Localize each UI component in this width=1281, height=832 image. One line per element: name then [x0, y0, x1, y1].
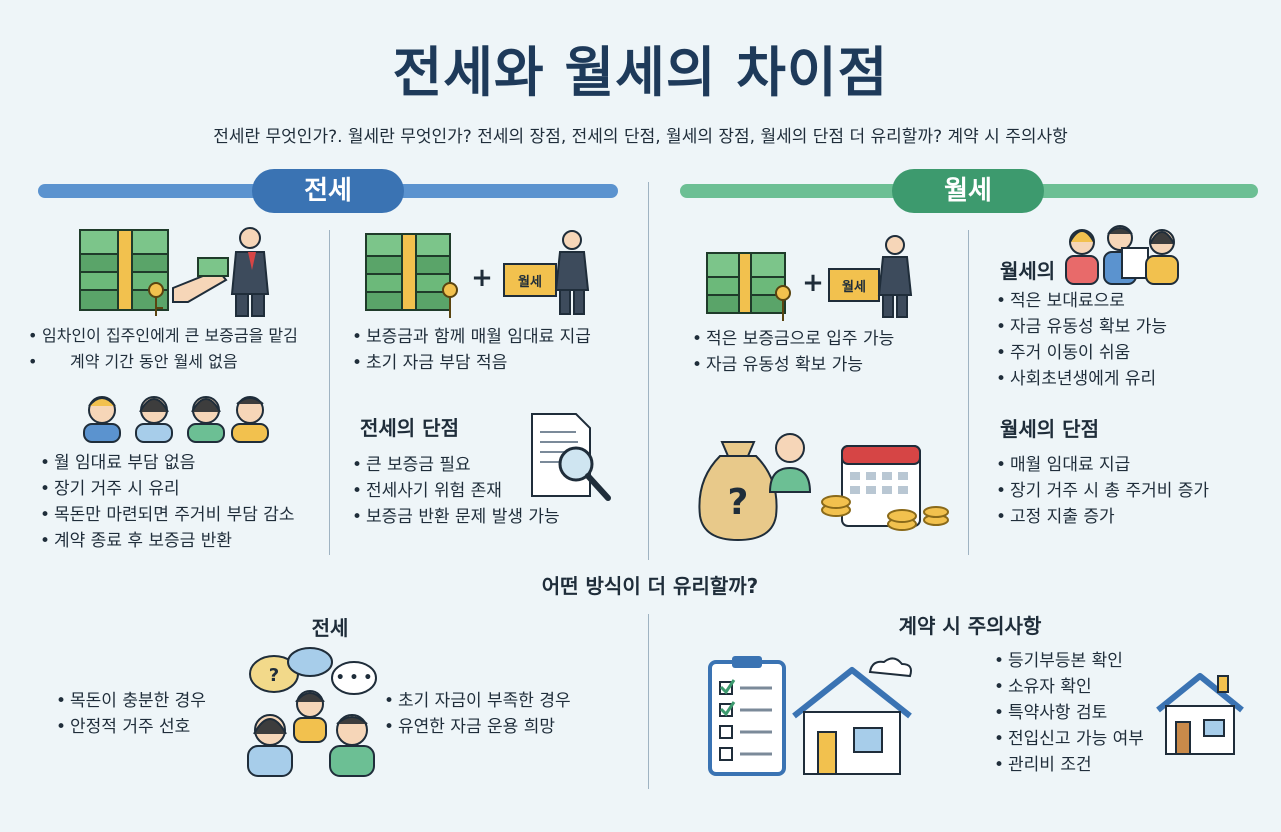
people-discussion-icon: ? • • •	[247, 647, 377, 777]
money-stack-hand-icon	[79, 227, 270, 317]
list-item: 적은 보대료으로	[996, 288, 1167, 314]
list-item: 특약사항 검토	[994, 700, 1144, 726]
wolse-pros-list: 적은 보대료으로 자금 유동성 확보 가능 주거 이동이 쉬움 사회초년생에게 …	[996, 288, 1167, 392]
compare-heading: 어떤 방식이 더 유리할까?	[541, 574, 759, 598]
house-icon	[1156, 673, 1244, 755]
compare-right-list: 초기 자금이 부족한 경우 유연한 자금 운용 희망	[384, 688, 571, 740]
list-item: 유연한 자금 운용 희망	[384, 714, 571, 740]
divider	[648, 182, 649, 560]
checklist-house-icon	[708, 656, 912, 776]
list-item: 소유자 확인	[994, 674, 1144, 700]
svg-text:+: +	[471, 263, 493, 293]
list-item: 전세사기 위험 존재	[352, 478, 560, 504]
list-item: 초기 자금 부담 적음	[352, 350, 591, 376]
jeonse-header-pill: 전세	[252, 169, 404, 213]
compare-left-list: 목돈이 충분한 경우 안정적 거주 선호	[56, 688, 206, 740]
jeonse-pros-list: 월 임대료 부담 없음 장기 거주 시 유리 목돈만 마련되면 주거비 부담 감…	[40, 450, 295, 554]
page-subtitle: 전세란 무엇인가?. 월세란 무엇인가? 전세의 장점, 전세의 단점, 월세의…	[213, 127, 1068, 147]
list-item: 장기 거주 시 총 주거비 증가	[996, 478, 1209, 504]
money-plus-sign-icon: + 월세	[706, 235, 913, 321]
wolse-sign-text: 월세	[842, 279, 866, 295]
list-item: 고정 지출 증가	[996, 504, 1209, 530]
svg-text:?: ?	[269, 665, 279, 686]
jeonse-cons-heading: 전세의 단점	[360, 416, 459, 440]
list-item: 안정적 거주 선호	[56, 714, 206, 740]
caution-list: 등기부등본 확인 소유자 확인 특약사항 검토 전입신고 가능 여부 관리비 조…	[994, 648, 1144, 778]
caution-heading: 계약 시 주의사항	[898, 614, 1042, 638]
svg-text:월세: 월세	[518, 274, 542, 290]
list-item: 보증금 반환 문제 발생 가능	[352, 504, 560, 530]
list-item: 사회초년생에게 유리	[996, 366, 1167, 392]
list-item: 초기 자금이 부족한 경우	[384, 688, 571, 714]
list-item: 관리비 조건	[994, 752, 1144, 778]
list-item: 주거 이동이 쉬움	[996, 340, 1167, 366]
wolse-header-pill: 월세	[892, 169, 1044, 213]
list-item: 월 임대료 부담 없음	[40, 450, 295, 476]
list-item: 자금 유동성 확보 가능	[996, 314, 1167, 340]
list-item: 적은 보증금으로 입주 가능	[692, 326, 894, 352]
jeonse-definition-list: 임차인이 집주인에게 큰 보증금을 맡김 계약 기간 동안 월세 없음	[28, 323, 298, 375]
list-item: 계약 종료 후 보증금 반환	[40, 528, 295, 554]
list-item: 계약 기간 동안 월세 없음	[28, 349, 298, 375]
svg-text:?: ?	[728, 482, 749, 523]
list-item: 전입신고 가능 여부	[994, 726, 1144, 752]
list-item: 자금 유동성 확보 가능	[692, 352, 894, 378]
wolse-definition-list: 적은 보증금으로 입주 가능 자금 유동성 확보 가능	[692, 326, 894, 378]
svg-text:+: +	[802, 268, 824, 298]
page-title: 전세와 월세의 차이점	[392, 41, 889, 104]
divider	[968, 230, 969, 555]
svg-text:• • •: • • •	[336, 670, 373, 686]
divider	[648, 614, 649, 789]
happy-people-icon	[83, 396, 269, 443]
divider	[329, 230, 330, 555]
money-plus-sign-icon: + 월세	[365, 230, 590, 318]
wolse-cons-list: 매월 임대료 지급 장기 거주 시 총 주거비 증가 고정 지출 증가	[996, 452, 1209, 530]
list-item: 목돈만 마련되면 주거비 부담 감소	[40, 502, 295, 528]
list-item: 장기 거주 시 유리	[40, 476, 295, 502]
jeonse-cons-list: 큰 보증금 필요 전세사기 위험 존재 보증금 반환 문제 발생 가능	[352, 452, 560, 530]
wolse-pros-heading: 월세의	[1000, 259, 1056, 283]
wolse-cons-heading: 월세의 단점	[1000, 417, 1099, 441]
jeonse-mixed-list: 보증금과 함께 매월 임대료 지급 초기 자금 부담 적음	[352, 324, 591, 376]
people-reading-icon	[1065, 225, 1179, 285]
list-item: 큰 보증금 필요	[352, 452, 560, 478]
list-item: 등기부등본 확인	[994, 648, 1144, 674]
money-bag-calendar-icon: ?	[698, 433, 949, 542]
compare-subheading: 전세	[311, 616, 349, 640]
list-item: 보증금과 함께 매월 임대료 지급	[352, 324, 591, 350]
list-item: 목돈이 충분한 경우	[56, 688, 206, 714]
list-item: 매월 임대료 지급	[996, 452, 1209, 478]
list-item: 임차인이 집주인에게 큰 보증금을 맡김	[28, 323, 298, 349]
